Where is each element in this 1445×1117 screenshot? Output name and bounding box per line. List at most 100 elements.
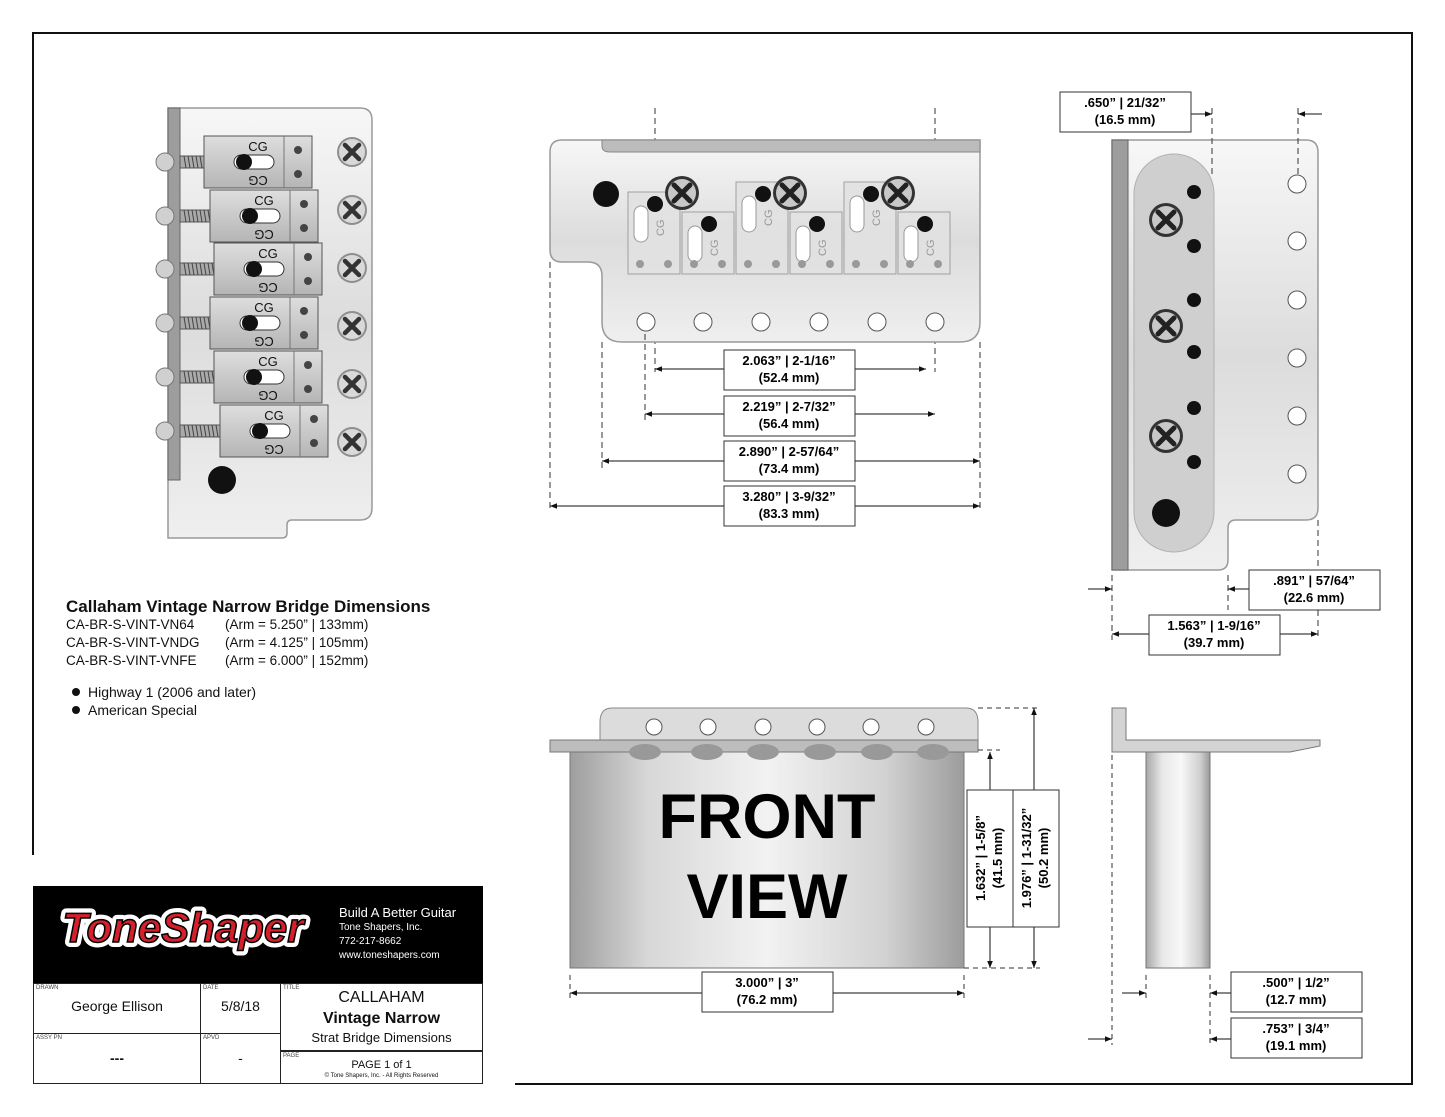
svg-text:ToneShaper: ToneShaper: [62, 904, 306, 951]
dim-label-d3: 2.890” | 2-57/64” (73.4 mm): [723, 440, 856, 482]
bullet-text: Highway 1 (2006 and later): [88, 684, 257, 700]
part-number: CA-BR-S-VINT-VNDG: [66, 635, 200, 650]
under-view-bridge: [1088, 108, 1322, 640]
company-website[interactable]: www.toneshapers.com: [339, 950, 440, 961]
mounting-hole: [593, 181, 619, 207]
plan-holes: [636, 312, 945, 332]
svg-text:.650” | 21/32”: .650” | 21/32”: [1084, 95, 1166, 110]
bullet-dot-icon: [72, 706, 80, 714]
svg-text:3.280” | 3-9/32”: 3.280” | 3-9/32”: [742, 489, 835, 504]
part-number: CA-BR-S-VINT-VN64: [66, 617, 195, 632]
saddle: CG: [789, 211, 843, 275]
svg-text:1.976” | 1-31/32”: 1.976” | 1-31/32”: [1019, 808, 1034, 908]
bullet-text: American Special: [88, 702, 197, 718]
saddle-mark: CG: [254, 227, 274, 242]
saddle-mark: CG: [817, 240, 829, 257]
svg-text:(39.7 mm): (39.7 mm): [1184, 635, 1245, 650]
saddle-mark: CG: [258, 246, 278, 261]
saddle-mark: CG: [258, 354, 278, 369]
assy-cell: ASSY PN ---: [34, 1034, 201, 1083]
bridge-heading: Callaham Vintage Narrow Bridge Dimension…: [66, 597, 431, 616]
saddle: CG CG: [155, 242, 323, 296]
drawn-value: George Ellison: [71, 998, 163, 1014]
assy-value: ---: [110, 1050, 124, 1066]
dim-label-d10: 1.976” | 1-31/32” (50.2 mm): [1012, 789, 1060, 928]
part-number: CA-BR-S-VINT-VNFE: [66, 653, 197, 668]
front-view-bridge: FRONT VIEW: [549, 707, 1040, 1000]
svg-text:(19.1 mm): (19.1 mm): [1266, 1038, 1327, 1053]
arm-length: (Arm = 6.000” | 152mm): [225, 653, 369, 668]
company-phone: 772-217-8662: [339, 936, 402, 947]
saddle-mark: CG: [248, 173, 268, 188]
page-cell: PAGE PAGE 1 of 1 © Tone Shapers, Inc. - …: [281, 1051, 482, 1083]
front-bores: [629, 744, 949, 760]
part-row: CA-BR-S-VINT-VNDG (Arm = 4.125” | 105mm): [66, 634, 368, 652]
arm-length: (Arm = 4.125” | 105mm): [225, 635, 369, 650]
dim-label-d6: .891” | 57/64” (22.6 mm): [1248, 569, 1381, 611]
page-value: PAGE 1 of 1: [351, 1059, 412, 1071]
svg-text:(12.7 mm): (12.7 mm): [1266, 992, 1327, 1007]
svg-text:ToneShaper: ToneShaper: [62, 904, 306, 951]
saddle-mark: CG: [655, 220, 667, 237]
saddle-mark: CG: [248, 139, 268, 154]
saddle-mark: CG: [264, 442, 284, 457]
saddle: CG CG: [155, 404, 329, 458]
svg-text:3.000” | 3”: 3.000” | 3”: [735, 975, 799, 990]
dim-label-d1: 2.063” | 2-1/16” (52.4 mm): [723, 349, 856, 391]
svg-text:1.632” | 1-5/8”: 1.632” | 1-5/8”: [973, 815, 988, 901]
svg-text:(52.4 mm): (52.4 mm): [759, 370, 820, 385]
svg-text:2.890” | 2-57/64”: 2.890” | 2-57/64”: [739, 444, 839, 459]
svg-text:2.219” | 2-7/32”: 2.219” | 2-7/32”: [742, 399, 835, 414]
saddle-mark: CG: [264, 408, 284, 423]
title-block: ToneShaper ToneShaper Build A Better Gui…: [33, 886, 483, 1084]
date-value: 5/8/18: [221, 998, 260, 1014]
date-cell: DATE 5/8/18: [201, 984, 281, 1034]
tagline: Build A Better Guitar: [339, 905, 457, 920]
dim-label-d7: 1.563” | 1-9/16” (39.7 mm): [1148, 614, 1281, 656]
svg-text:(41.5 mm): (41.5 mm): [990, 828, 1005, 889]
apvd-value: -: [238, 1050, 243, 1066]
dim-label-d2: 2.219” | 2-7/32” (56.4 mm): [723, 395, 856, 437]
mounting-hole: [208, 466, 236, 494]
title-cell: TITLE CALLAHAM Vintage Narrow Strat Brid…: [281, 984, 482, 1051]
title-line3: Strat Bridge Dimensions: [311, 1030, 452, 1045]
dim-label-d12: .753” | 3/4” (19.1 mm): [1230, 1017, 1363, 1059]
saddle-mark: CG: [925, 240, 937, 257]
block-holes: [1152, 185, 1201, 527]
svg-text:(56.4 mm): (56.4 mm): [759, 416, 820, 431]
svg-text:(73.4 mm): (73.4 mm): [759, 461, 820, 476]
dim-label-d11: .500” | 1/2” (12.7 mm): [1230, 971, 1363, 1013]
svg-text:1.563” | 1-9/16”: 1.563” | 1-9/16”: [1167, 618, 1260, 633]
saddle-mark: CG: [258, 280, 278, 295]
svg-text:.753” | 3/4”: .753” | 3/4”: [1262, 1021, 1329, 1036]
title-line2: Vintage Narrow: [322, 1010, 441, 1027]
svg-text:(83.3 mm): (83.3 mm): [759, 506, 820, 521]
string-holes: [1287, 174, 1307, 484]
bullet-item: Highway 1 (2006 and later): [72, 684, 256, 700]
dim-label-d4: 3.280” | 3-9/32” (83.3 mm): [723, 485, 856, 527]
svg-text:(16.5 mm): (16.5 mm): [1095, 112, 1156, 127]
dim-label-d5: .650” | 21/32” (16.5 mm): [1059, 91, 1192, 133]
saddle: CG CG: [155, 350, 323, 404]
saddle: CG: [897, 211, 951, 275]
svg-text:(50.2 mm): (50.2 mm): [1036, 828, 1051, 889]
side-view-bridge: [1088, 707, 1321, 1045]
saddle-mark: CG: [709, 240, 721, 257]
bullet-dot-icon: [72, 688, 80, 696]
saddle: CG CG: [155, 135, 313, 189]
bullet-item: American Special: [72, 702, 197, 718]
saddle-mark: CG: [258, 388, 278, 403]
arm-length: (Arm = 5.250” | 133mm): [225, 617, 369, 632]
saddle-mark: CG: [763, 210, 775, 227]
svg-text:(76.2 mm): (76.2 mm): [737, 992, 798, 1007]
title-line1: CALLAHAM: [338, 989, 425, 1006]
part-row: CA-BR-S-VINT-VNFE (Arm = 6.000” | 152mm): [66, 652, 368, 670]
page-border: [32, 32, 1413, 1085]
